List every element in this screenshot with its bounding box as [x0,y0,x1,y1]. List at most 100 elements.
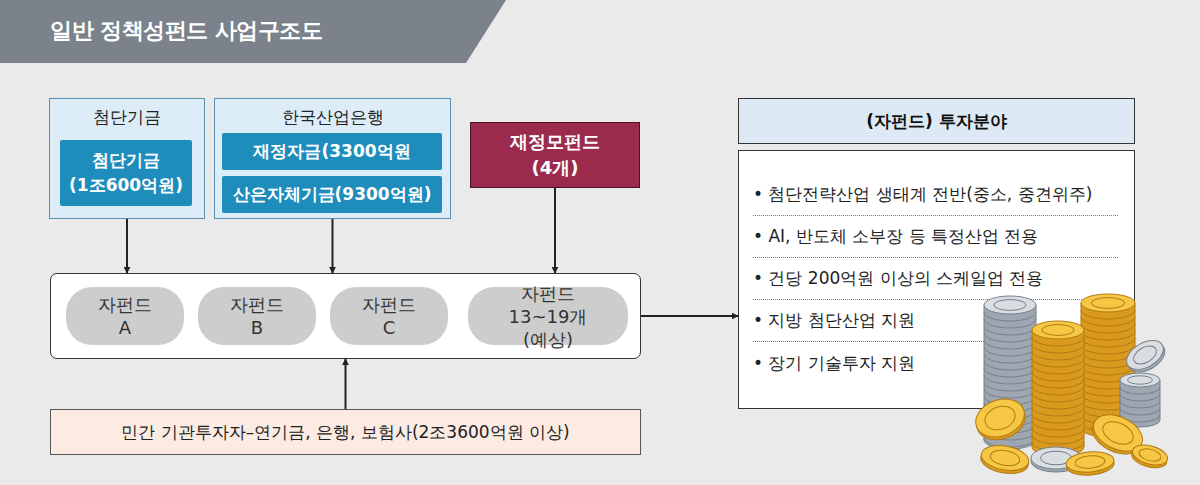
coin-rim [1081,408,1135,417]
subfund-pill: 자펀드 C [330,287,448,345]
coin-side [1032,330,1084,447]
flow-arrow [126,219,128,273]
coin-rim [1032,344,1084,353]
coin-face [1065,450,1115,474]
coin-inner [982,402,1019,434]
fund-box: 첨단기금 (1조600억원) [60,140,192,206]
coin-rim [1032,351,1084,360]
coin-rim [1081,373,1135,382]
coin-rim [1081,310,1135,319]
coin-rim [984,403,1036,412]
coin-rim [984,361,1036,370]
loose-coin [979,442,1031,477]
coin-rim [1032,442,1084,451]
coin-inner [989,448,1021,468]
coin-rim [1032,400,1084,409]
coin-face [1088,408,1149,459]
coin-side [1120,380,1160,420]
list-item: • 지방 첨단산업 지원 [753,300,1118,342]
coin-rim [1081,352,1135,361]
node-label: (자펀드) 투자분야 [866,110,1006,133]
coin-outline [1160,380,1161,420]
coin-rim [984,333,1036,342]
coin-outline [1036,305,1037,440]
coin-rim [984,382,1036,391]
list-item: • 장기 기술투자 지원 [753,342,1118,384]
coin-rim [1032,435,1084,444]
node-label: 한국산업은행 [282,106,384,129]
coin-rim [1081,366,1135,375]
coin-face [1130,442,1169,469]
coin-outline [1081,303,1082,428]
coin-side [984,305,1036,440]
coin-rim [1081,387,1135,396]
coin-rim [984,368,1036,377]
coin-rim [984,431,1036,440]
coin-outline [1032,330,1033,447]
coin-face [970,393,1029,444]
coin-face [1081,294,1135,312]
source-panel: 한국산업은행재정자금(3300억원산은자체기금(9300억원) [214,98,451,219]
subfund-container: 자펀드 A자펀드 B자펀드 C자펀드 13~19개(예상) [50,273,641,359]
coin-inner [1075,455,1106,470]
coin-rim [1081,394,1135,403]
coin-side [1081,303,1135,428]
field-header: (자펀드) 투자분야 [738,98,1135,144]
coin-rim [1120,394,1160,401]
coin-rim [984,396,1036,405]
coin-rim [984,354,1036,363]
coin-rim [1032,421,1084,430]
loose-coin [1130,442,1170,472]
loose-coin [1031,447,1081,472]
coin-outline [1084,330,1085,447]
coin-stack [1032,321,1084,456]
coin-stack [1120,373,1160,427]
loose-coin [970,393,1030,447]
node-label: 재정자금(3300억원 [253,139,410,164]
coin-edge [1086,410,1147,461]
flow-arrow [345,359,347,409]
coin-rim [1120,408,1160,415]
coin-rim [984,438,1036,447]
coin-face [1120,373,1160,387]
loose-coin [1065,450,1115,477]
title-banner [0,0,506,63]
coin-rim [984,312,1036,321]
coin-rim [1120,387,1160,394]
flow-arrow [332,219,334,273]
coin-edge [971,395,1030,446]
field-list: • 첨단전략산업 생태계 전반(중소, 중견위주)• AI, 반도체 소부장 등… [738,150,1135,409]
node-label: 자펀드 B [230,293,284,339]
list-item: • AI, 반도체 소부장 등 특정산업 전용 [753,216,1118,258]
coin-face [1032,321,1084,339]
coin-rim [984,417,1036,426]
coin-inner [994,300,1026,311]
flow-arrow [641,315,738,317]
flow-arrow [554,188,556,273]
node-label: 민간 기관투자자–연기금, 은행, 보험사(2조3600억원 이상) [121,421,569,444]
subfund-pill: 자펀드 13~19개(예상) [468,287,628,345]
coin-face [1031,447,1081,469]
coin-inner [1091,298,1124,309]
coin-inner [1128,376,1153,384]
coin-rim [1081,345,1135,354]
coin-rim [1120,415,1160,422]
coin-rim [1081,338,1135,347]
coin-rim [1032,365,1084,374]
coin-rim [1032,379,1084,388]
fund-box: 재정자금(3300억원 [222,133,442,170]
coin-rim [1032,428,1084,437]
coin-stack [1081,294,1135,437]
coin-rim [1032,407,1084,416]
coin-edge [1120,413,1160,427]
subfund-pill: 자펀드 B [198,287,316,345]
list-item: • 첨단전략산업 생태계 전반(중소, 중견위주) [753,174,1118,216]
node-label: 자펀드 C [362,293,416,339]
coin-outline [984,305,985,440]
coin-face [1122,335,1169,376]
coin-inner [1138,447,1162,464]
loose-coin [1086,408,1148,462]
